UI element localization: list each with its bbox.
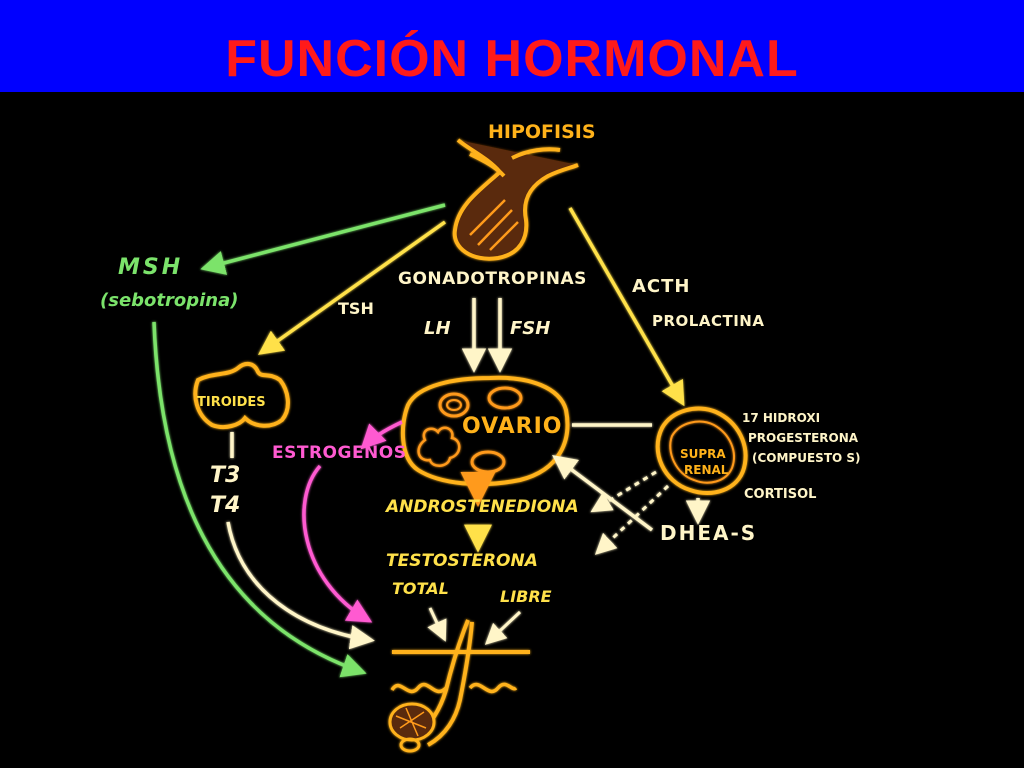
arrow-suprarenal-testosterona (594, 484, 670, 555)
t4-label: T4 (210, 493, 240, 518)
supra-label: SUPRA (680, 447, 726, 461)
page-title: FUNCIÓN HORMONAL (225, 30, 799, 88)
ovario-shape (400, 375, 570, 487)
estrogenos-label: ESTROGENOS (272, 443, 406, 463)
fsh-label: FSH (510, 318, 550, 339)
suprarenal-shape (655, 406, 748, 495)
arrow-hipofisis-tiroides (258, 220, 447, 355)
arrow-hipofisis-msh (200, 203, 446, 275)
hipofisis-label: HIPOFISIS (488, 121, 596, 143)
arrow-dhea-ovario (552, 455, 654, 532)
hair-follicle-shape (388, 619, 530, 753)
arrow-msh-follicle (152, 321, 367, 678)
t3-label: T3 (210, 463, 240, 488)
total-label: TOTAL (392, 579, 449, 598)
cortisol-label: CORTISOL (744, 487, 816, 502)
tiroides-shape (193, 361, 290, 429)
hidroxi-label-3: (COMPUESTO S) (752, 451, 861, 465)
arrow-ovario-estrogenos (360, 420, 403, 450)
msh-sub-label: (sebotropina) (100, 290, 239, 311)
arrow-total-follicle (427, 607, 447, 642)
arrow-t4-follicle (226, 521, 375, 650)
acth-label: ACTH (632, 276, 690, 297)
arrow-hipofisis-suprarenal (568, 207, 685, 407)
hipofisis-shape (452, 138, 579, 261)
renal-label: RENAL (684, 463, 729, 477)
tsh-label: TSH (338, 299, 374, 318)
prolactina-label: PROLACTINA (652, 312, 764, 330)
dhea-label: DHEA-S (660, 521, 757, 545)
tiroides-label: TIROIDES (197, 395, 266, 410)
testosterona-label: TESTOSTERONA (386, 551, 538, 571)
msh-label: MSH (118, 255, 183, 280)
arrow-suprarenal-androstenediona (590, 470, 657, 513)
lh-label: LH (424, 318, 451, 339)
gonadotropinas-label: GONADOTROPINAS (398, 269, 587, 289)
hidroxi-label-1: 17 HIDROXI (742, 411, 820, 425)
hormonal-diagram: HIPOFISIS MSH (sebotropina) GONADOTROPIN… (100, 121, 861, 753)
title-bar: FUNCIÓN HORMONAL (0, 0, 1024, 92)
androstenediona-label: ANDROSTENEDIONA (384, 497, 579, 517)
arrow-estrogenos-follicle (302, 464, 373, 623)
ovario-label: OVARIO (462, 414, 563, 439)
libre-label: LIBRE (500, 587, 552, 606)
hidroxi-label-2: PROGESTERONA (748, 431, 859, 445)
arrow-libre-follicle (484, 610, 522, 645)
